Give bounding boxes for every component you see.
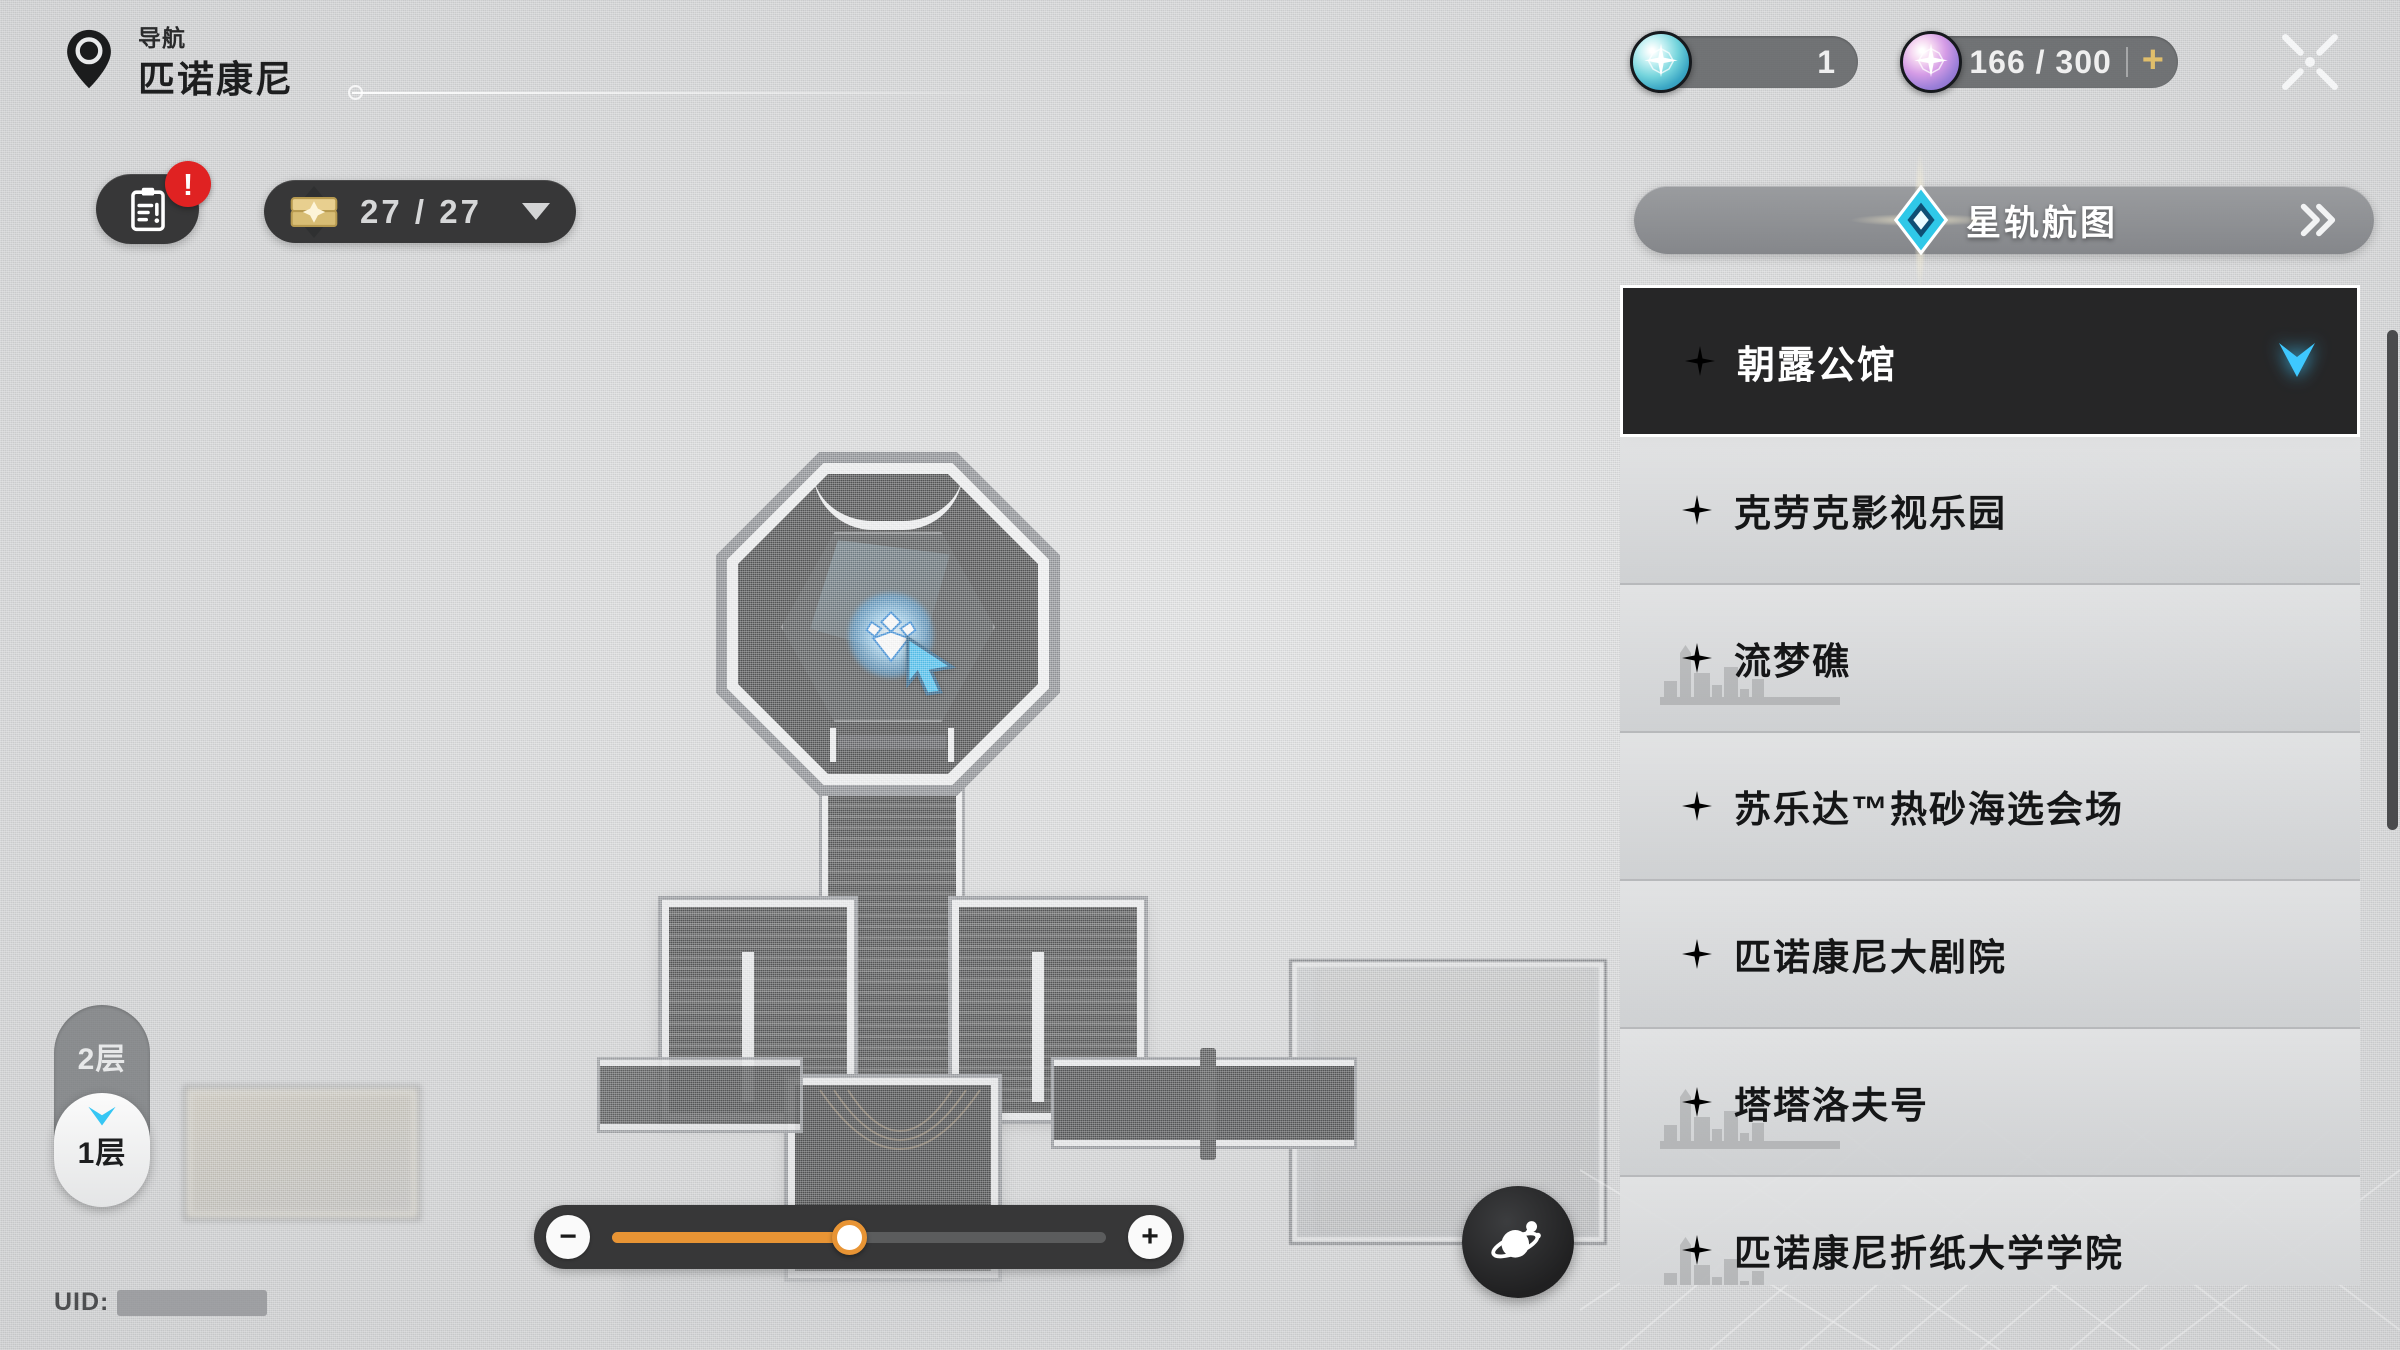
chevron-down-icon[interactable] [521,203,550,220]
sparkle-icon [1682,791,1712,821]
list-item[interactable]: 克劳克影视乐园 [1620,437,2360,585]
list-item-label: 流梦礁 [1734,641,1851,682]
zoom-slider-track[interactable] [612,1219,1106,1255]
zoom-slider-knob[interactable] [831,1219,867,1255]
treasure-chest-icon [290,185,338,238]
currency-trailblaze-power[interactable]: 1 [1630,31,1858,93]
floor-selector[interactable]: 2层 1层 [54,1005,150,1207]
map-room-neck-door [838,735,946,749]
journal-button[interactable]: ! [96,161,211,244]
uid-row: UID: [54,1288,268,1317]
double-chevron-right-icon [1620,341,1623,381]
chevron-down-icon [88,1106,116,1126]
sparkle-icon [1682,1087,1712,1117]
uid-label: UID: [54,1288,110,1316]
sparkle-icon [1685,346,1715,376]
list-item-label: 朝露公馆 [1737,344,1898,387]
uid-value-masked [117,1289,268,1316]
map-room-arc-notch [813,470,963,530]
nav-kicker: 导航 [138,25,186,51]
list-item-label: 克劳克影视乐园 [1734,493,2007,534]
list-item[interactable]: 朝露公馆 [1620,285,2360,437]
location-list-panel[interactable]: 朝露公馆克劳克影视乐园流梦礁苏乐达™热砂海选会场匹诺康尼大剧院塔塔洛夫号匹诺康尼… [1620,285,2360,1285]
planet-view-button[interactable] [1462,1186,1574,1298]
chest-count-label: 27 / 27 [360,192,482,230]
clipboard-icon [130,187,165,232]
map-pin-icon [67,29,111,89]
sparkle-icon [1682,495,1712,525]
star-rail-map-button[interactable]: 星轨航图 [1634,120,2374,320]
map-room-right-wing-slot [1032,952,1044,1102]
list-item[interactable]: 匹诺康尼折纸大学学院 [1620,1177,2360,1285]
close-button[interactable] [2272,24,2348,100]
list-item-label: 塔塔洛夫号 [1734,1085,1929,1126]
add-currency-button[interactable]: + [2141,39,2164,81]
list-item[interactable]: 苏乐达™热砂海选会场 [1620,733,2360,881]
location-list[interactable]: 朝露公馆克劳克影视乐园流梦礁苏乐达™热砂海选会场匹诺康尼大剧院塔塔洛夫号匹诺康尼… [1620,285,2360,1285]
sparkle-icon [1682,643,1712,673]
page-title: 匹诺康尼 [138,58,294,100]
floor-option-1[interactable]: 1层 [54,1093,150,1207]
floor-active-label: 1层 [77,1137,127,1170]
zoom-in-button[interactable]: + [1128,1215,1172,1259]
list-item[interactable]: 匹诺康尼大剧院 [1620,881,2360,1029]
cursor-arrow-icon [906,635,957,696]
zoom-slider-fill [612,1231,850,1243]
close-icon [2282,34,2338,90]
list-scrollbar[interactable] [2387,330,2398,830]
list-item-label: 匹诺康尼折纸大学学院 [1734,1233,2124,1274]
zoom-control[interactable]: − + [534,1205,1184,1269]
sparkle-icon [1682,939,1712,969]
list-item-label: 苏乐达™热砂海选会场 [1734,789,2124,830]
gem-marker-icon [865,610,917,663]
navigation-header: 导航 匹诺康尼 [62,24,294,102]
star-rail-map-label: 星轨航图 [1965,203,2118,243]
alert-badge: ! [165,161,211,207]
map-door-gate [1200,1048,1216,1160]
currency-value: 166 / 300 [1969,43,2112,80]
currency-value: 1 [1817,43,1836,80]
double-chevron-right-icon [2300,203,2336,237]
map-unexplored-region-left [186,1088,418,1218]
teal-orb-icon [1630,31,1692,93]
star-diamond-icon [1893,185,1949,255]
chest-counter-dropdown[interactable]: 27 / 27 [264,180,576,243]
zoom-out-button[interactable]: − [546,1215,590,1259]
list-item[interactable]: 塔塔洛夫号 [1620,1029,2360,1177]
planet-icon [1491,1221,1541,1259]
sparkle-icon [1682,1235,1712,1265]
map-corridor-left [600,1060,800,1130]
list-item[interactable]: 流梦礁 [1620,585,2360,733]
map-stair-arcs [819,1090,981,1150]
currency-stellar-jade[interactable]: 166 / 300 + [1900,31,2178,93]
floor-option-2[interactable]: 2层 [77,1042,127,1076]
list-item-label: 匹诺康尼大剧院 [1734,937,2007,978]
chevron-down-icon [2279,343,2315,377]
pink-orb-icon [1900,31,1962,93]
divider [2125,47,2128,77]
breadcrumb-line [352,92,1032,94]
